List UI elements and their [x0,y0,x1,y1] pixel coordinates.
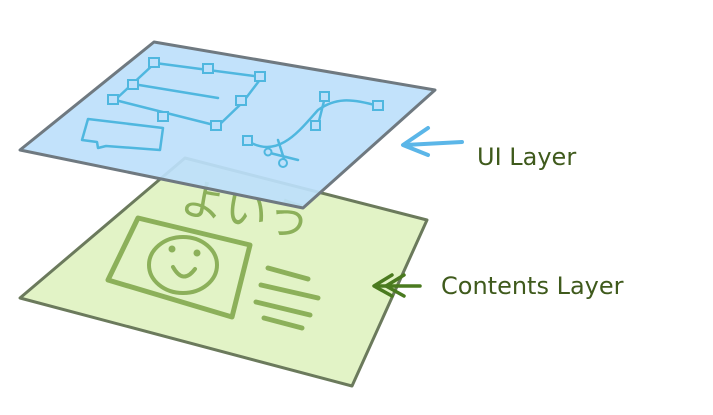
ui-layer-sheet [18,40,437,210]
selection-frame [113,61,264,128]
contents-photo-card [105,215,253,320]
contents-text-lines [253,265,321,331]
left-arrow-icon [401,126,464,157]
ui-layer [18,40,437,210]
bezier-control-points [263,147,288,168]
contents-layer-label: Contents Layer [441,272,624,300]
bezier-curve [246,99,380,149]
selection-inner-frame [131,82,220,100]
smiley-face-icon [147,235,219,295]
bezier-handle-line-3 [268,151,300,162]
speech-box [80,117,165,152]
selection-handles [107,57,384,146]
ui-layer-label: UI Layer [477,143,577,171]
double-chevron-left-icon [372,273,422,298]
contents-layer-sheet [18,156,429,388]
